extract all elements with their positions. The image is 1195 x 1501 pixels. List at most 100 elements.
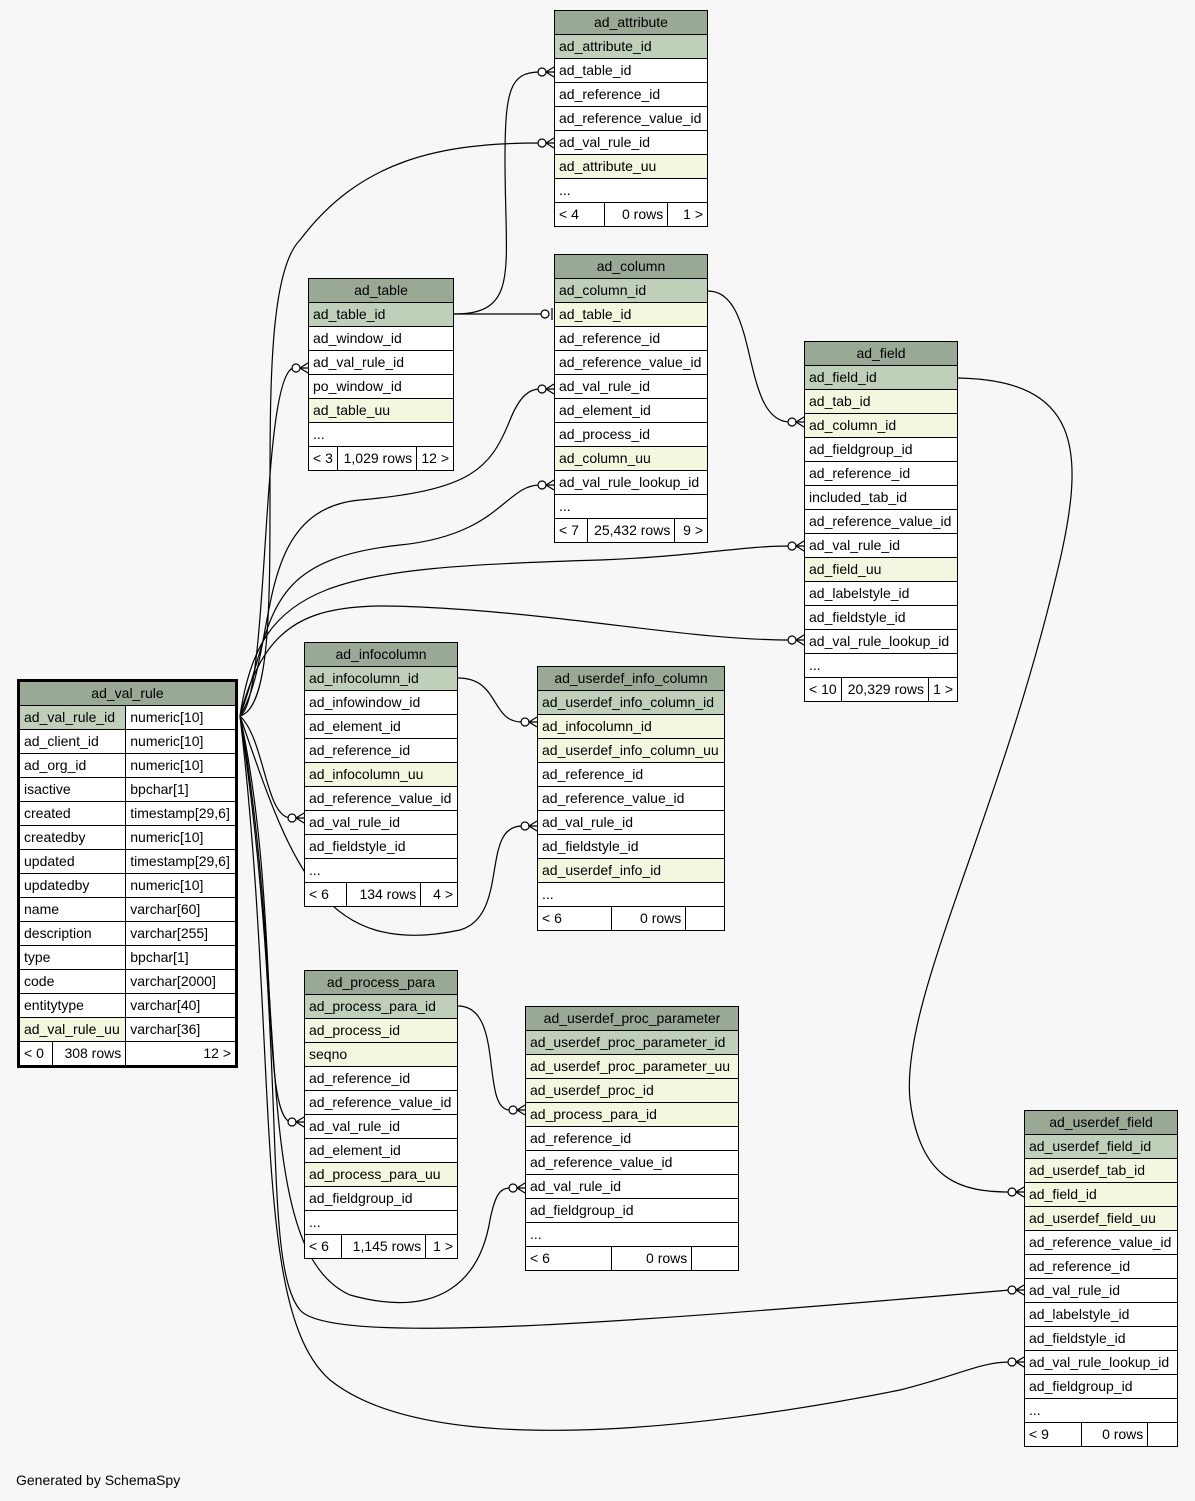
column-row: ad_reference_value_id bbox=[1024, 1230, 1178, 1255]
column-name: ad_fieldgroup_id bbox=[1024, 1374, 1178, 1399]
column-name: ad_val_rule_id bbox=[554, 130, 708, 155]
children-count[interactable]: 1 > bbox=[928, 677, 958, 702]
column-row: ad_val_rule_id bbox=[537, 810, 725, 835]
parents-count[interactable]: < 6 bbox=[304, 1234, 342, 1259]
column-name: ad_userdef_tab_id bbox=[1024, 1158, 1178, 1183]
column-name: ad_val_rule_uu bbox=[17, 1017, 127, 1042]
column-row: po_window_id bbox=[308, 374, 454, 399]
column-row: ad_window_id bbox=[308, 326, 454, 351]
column-name: ad_val_rule_id bbox=[1024, 1278, 1178, 1303]
parents-count[interactable]: < 10 bbox=[804, 677, 842, 702]
table-title[interactable]: ad_column bbox=[554, 254, 708, 279]
column-name: ad_reference_value_id bbox=[537, 786, 725, 811]
column-name: name bbox=[17, 897, 127, 922]
children-count[interactable]: 9 > bbox=[674, 518, 708, 543]
column-row: ad_reference_id bbox=[537, 762, 725, 787]
table-title[interactable]: ad_field bbox=[804, 341, 958, 366]
column-name: ad_fieldstyle_id bbox=[537, 834, 725, 859]
table-title[interactable]: ad_val_rule bbox=[18, 680, 237, 706]
column-row: ad_column_id bbox=[554, 278, 708, 303]
column-name: ad_table_id bbox=[554, 58, 708, 83]
table-title[interactable]: ad_infocolumn bbox=[304, 642, 458, 667]
table-title[interactable]: ad_userdef_field bbox=[1024, 1110, 1178, 1135]
parents-count[interactable]: < 3 bbox=[308, 446, 338, 471]
parents-count[interactable]: < 6 bbox=[304, 882, 347, 907]
table-title[interactable]: ad_process_para bbox=[304, 970, 458, 995]
column-row: ad_userdef_field_id bbox=[1024, 1134, 1178, 1159]
column-type: varchar[60] bbox=[125, 897, 237, 922]
column-type: numeric[10] bbox=[125, 729, 237, 754]
crowfoot-userdef-field-val-rule bbox=[1007, 1284, 1025, 1296]
table-title[interactable]: ad_attribute bbox=[554, 10, 708, 35]
column-name: ad_reference_value_id bbox=[554, 350, 708, 375]
column-name: ad_process_id bbox=[554, 422, 708, 447]
table-title[interactable]: ad_userdef_info_column bbox=[537, 666, 725, 691]
column-name: updated bbox=[17, 849, 127, 874]
column-name: ad_process_para_id bbox=[304, 994, 458, 1019]
children-count[interactable] bbox=[691, 1246, 739, 1271]
children-count[interactable] bbox=[1147, 1422, 1178, 1447]
parents-count[interactable]: < 6 bbox=[537, 906, 612, 931]
parents-count[interactable]: < 9 bbox=[1024, 1422, 1082, 1447]
column-type: varchar[255] bbox=[125, 921, 237, 946]
column-name: ad_val_rule_lookup_id bbox=[804, 629, 958, 654]
column-row: ad_reference_value_id bbox=[304, 786, 458, 811]
row-count: 0 rows bbox=[610, 906, 687, 931]
children-count[interactable]: 1 > bbox=[667, 202, 708, 227]
column-row: ad_reference_value_id bbox=[525, 1150, 739, 1175]
column-row: ad_element_id bbox=[304, 1138, 458, 1163]
link-val-rule-to-table bbox=[239, 367, 294, 717]
table-title[interactable]: ad_userdef_proc_parameter bbox=[525, 1006, 739, 1031]
children-count[interactable]: 12 > bbox=[416, 446, 454, 471]
column-row: ad_table_id bbox=[554, 58, 708, 83]
children-count[interactable]: 4 > bbox=[420, 882, 458, 907]
column-name: ad_val_rule_id bbox=[304, 1114, 458, 1139]
column-name: created bbox=[17, 801, 127, 826]
column-name: ad_reference_value_id bbox=[804, 509, 958, 534]
column-row: ad_val_rule_lookup_id bbox=[1024, 1350, 1178, 1375]
children-count[interactable]: 1 > bbox=[425, 1234, 458, 1259]
crowfoot-infocolumn-val-rule bbox=[287, 812, 305, 824]
column-name: ad_window_id bbox=[308, 326, 454, 351]
column-name: ad_val_rule_id bbox=[304, 810, 458, 835]
column-row: ad_table_id bbox=[554, 302, 708, 327]
column-name: ad_process_id bbox=[304, 1018, 458, 1043]
column-row: ad_userdef_info_column_id bbox=[537, 690, 725, 715]
column-row: ad_userdef_proc_parameter_id bbox=[525, 1030, 739, 1055]
column-row: ad_reference_id bbox=[1024, 1254, 1178, 1279]
marker-column-table bbox=[540, 308, 553, 320]
column-name: ad_reference_value_id bbox=[1024, 1230, 1178, 1255]
parents-count[interactable]: < 4 bbox=[554, 202, 605, 227]
column-name: ad_org_id bbox=[17, 753, 127, 778]
link-val-rule-to-process-para bbox=[239, 715, 291, 1123]
column-row: included_tab_id bbox=[804, 485, 958, 510]
children-count[interactable]: 12 > bbox=[125, 1041, 237, 1067]
column-type: timestamp[29,6] bbox=[125, 849, 237, 874]
row-count: 0 rows bbox=[610, 1246, 693, 1271]
crowfoot-userdef-field-val-rule-lookup bbox=[1007, 1356, 1025, 1368]
column-name: ad_val_rule_id bbox=[804, 533, 958, 558]
parents-count[interactable]: < 0 bbox=[17, 1041, 54, 1067]
column-name: ad_reference_id bbox=[804, 461, 958, 486]
table-title[interactable]: ad_table bbox=[308, 278, 454, 303]
parents-count[interactable]: < 6 bbox=[525, 1246, 612, 1271]
column-row: ad_element_id bbox=[304, 714, 458, 739]
crowfoot-attribute-val-rule bbox=[537, 137, 555, 149]
column-type: bpchar[1] bbox=[125, 945, 237, 970]
children-count[interactable] bbox=[685, 906, 725, 931]
column-row: ad_val_rule_lookup_id bbox=[804, 629, 958, 654]
column-row: ad_infowindow_id bbox=[304, 690, 458, 715]
parents-count[interactable]: < 7 bbox=[554, 518, 588, 543]
column-row: ad_tab_id bbox=[804, 389, 958, 414]
column-name: ad_tab_id bbox=[804, 389, 958, 414]
